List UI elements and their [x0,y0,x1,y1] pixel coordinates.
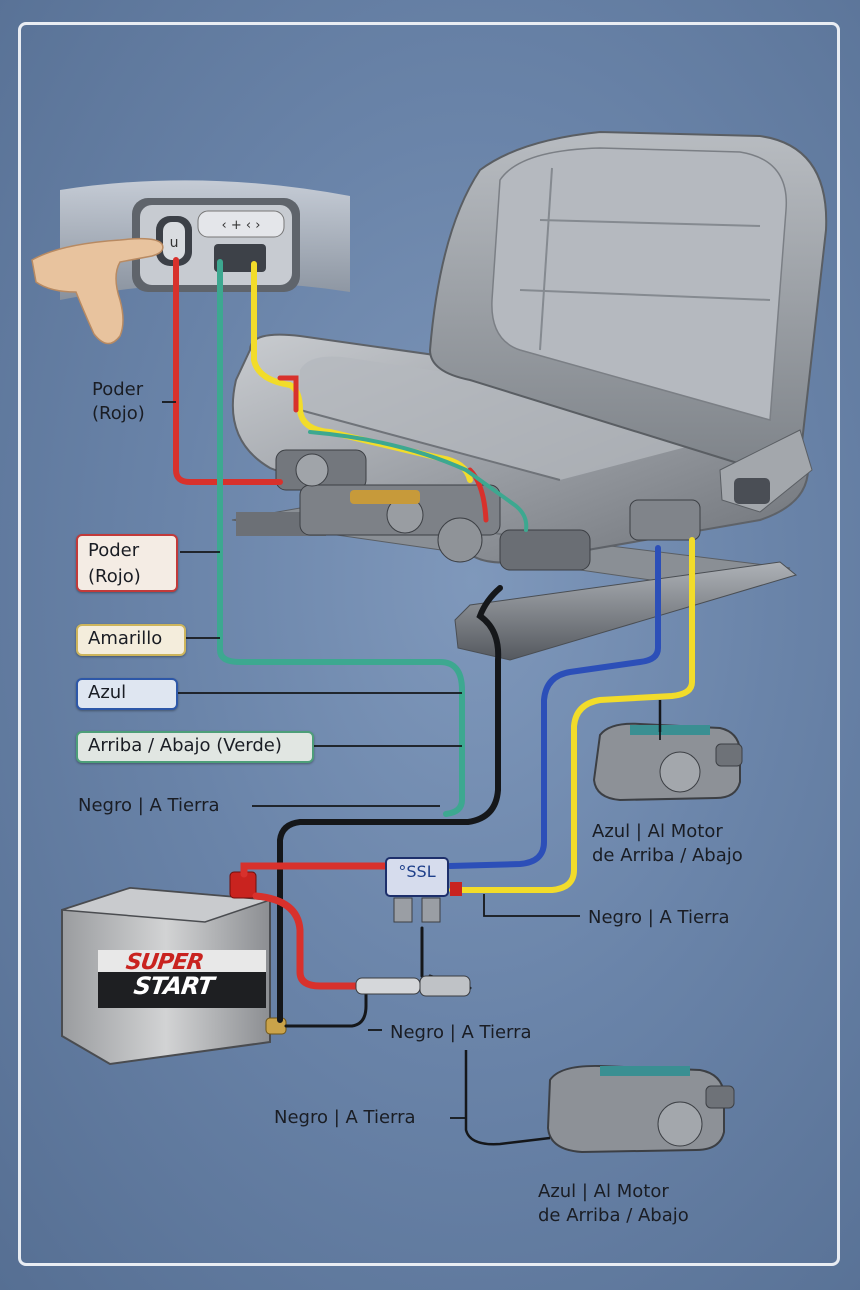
motor-upper [592,722,743,802]
battery-terminal-negative [265,1017,287,1035]
svg-text:‹ + ‹ ›: ‹ + ‹ › [222,218,261,233]
seat-side-panel [719,429,813,513]
leader-lines [162,401,661,1119]
diagram-frame [18,22,840,1266]
wire-blue [447,545,661,869]
legend-amarillo-text: Amarillo [88,628,163,649]
wire-red-switch [173,257,283,485]
battery [61,886,271,1066]
seat-mechanism [275,449,701,571]
wire-yellow-switch [251,261,473,483]
wire-yellow-right [449,537,695,893]
legend-arriba-abajo-text: Arriba / Abajo (Verde) [88,735,282,756]
legend-poder-rojo-text: Poder (Rojo) [88,540,141,587]
wire-black-lower-motor [464,1050,551,1146]
svg-text:u: u [170,235,179,251]
seat-switch[interactable]: u [156,216,192,266]
label-negro-tierra-4-text: Negro | A Tierra [274,1107,416,1128]
label-negro-tierra-3: Negro | A Tierra [390,1021,532,1045]
label-poder-rojo-top: Poder (Rojo) [92,378,145,426]
label-negro-tierra-4: Negro | A Tierra [274,1106,416,1130]
label-poder-rojo-top-text: Poder (Rojo) [92,379,145,424]
inline-fuse [355,975,471,997]
label-negro-tierra-1: Negro | A Tierra [78,794,220,818]
wire-black [277,585,503,1023]
legend-amarillo: Amarillo [76,624,186,656]
label-negro-tierra-1-text: Negro | A Tierra [78,795,220,816]
label-negro-tierra-2: Negro | A Tierra [588,906,730,930]
legend-azul-text: Azul [88,682,127,703]
legend-azul: Azul [76,678,178,710]
label-negro-tierra-3-text: Negro | A Tierra [390,1022,532,1043]
label-azul-motor-1: Azul | Al Motor de Arriba / Abajo [592,821,743,866]
legend-poder-rojo: Poder (Rojo) [76,534,178,592]
motor-lower [546,1064,735,1154]
finger-icon [31,237,164,345]
relay-ssl [385,857,462,923]
label-azul-motor-2: Azul | Al Motor de Arriba / Abajo [538,1181,689,1226]
battery-brand-bottom: START [132,972,216,1000]
wire-green [217,259,465,817]
wire-green-seat [308,430,529,532]
legend-arriba-abajo-verde: Arriba / Abajo (Verde) [76,731,314,763]
label-negro-tierra-2-text: Negro | A Tierra [588,907,730,928]
wire-red-battery [240,862,394,990]
relay-label: °SSL [398,862,436,881]
seat-backrest [428,130,828,475]
